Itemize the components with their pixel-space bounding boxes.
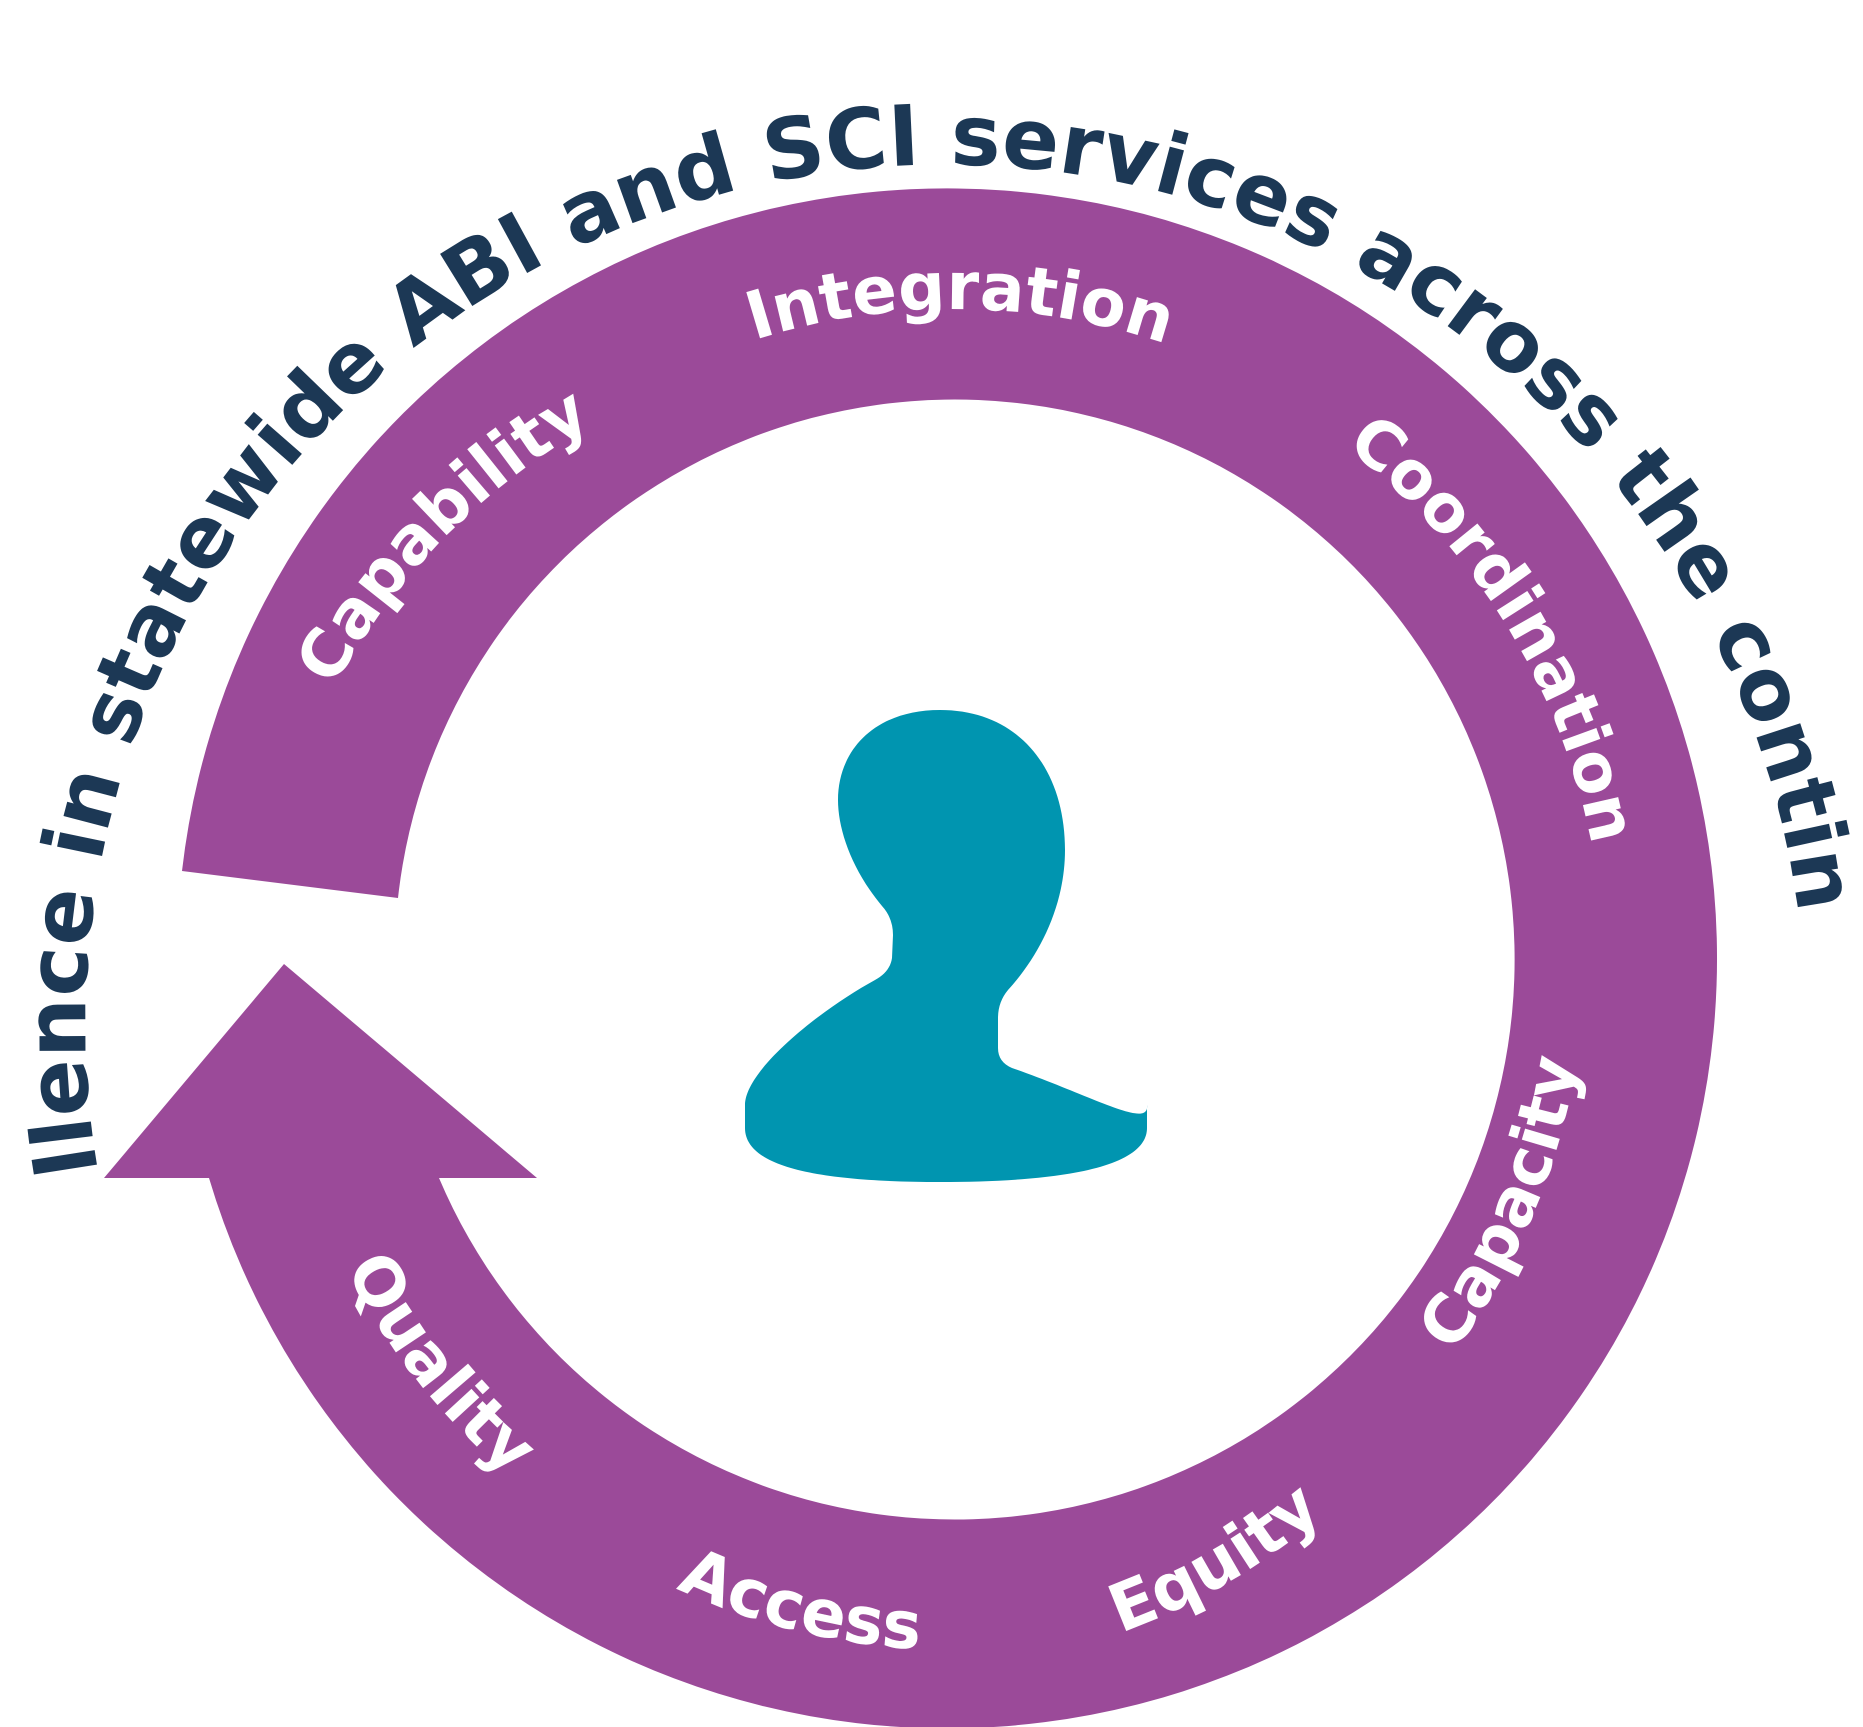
person-icon [745, 710, 1148, 1182]
cycle-arrowhead [104, 964, 537, 1178]
